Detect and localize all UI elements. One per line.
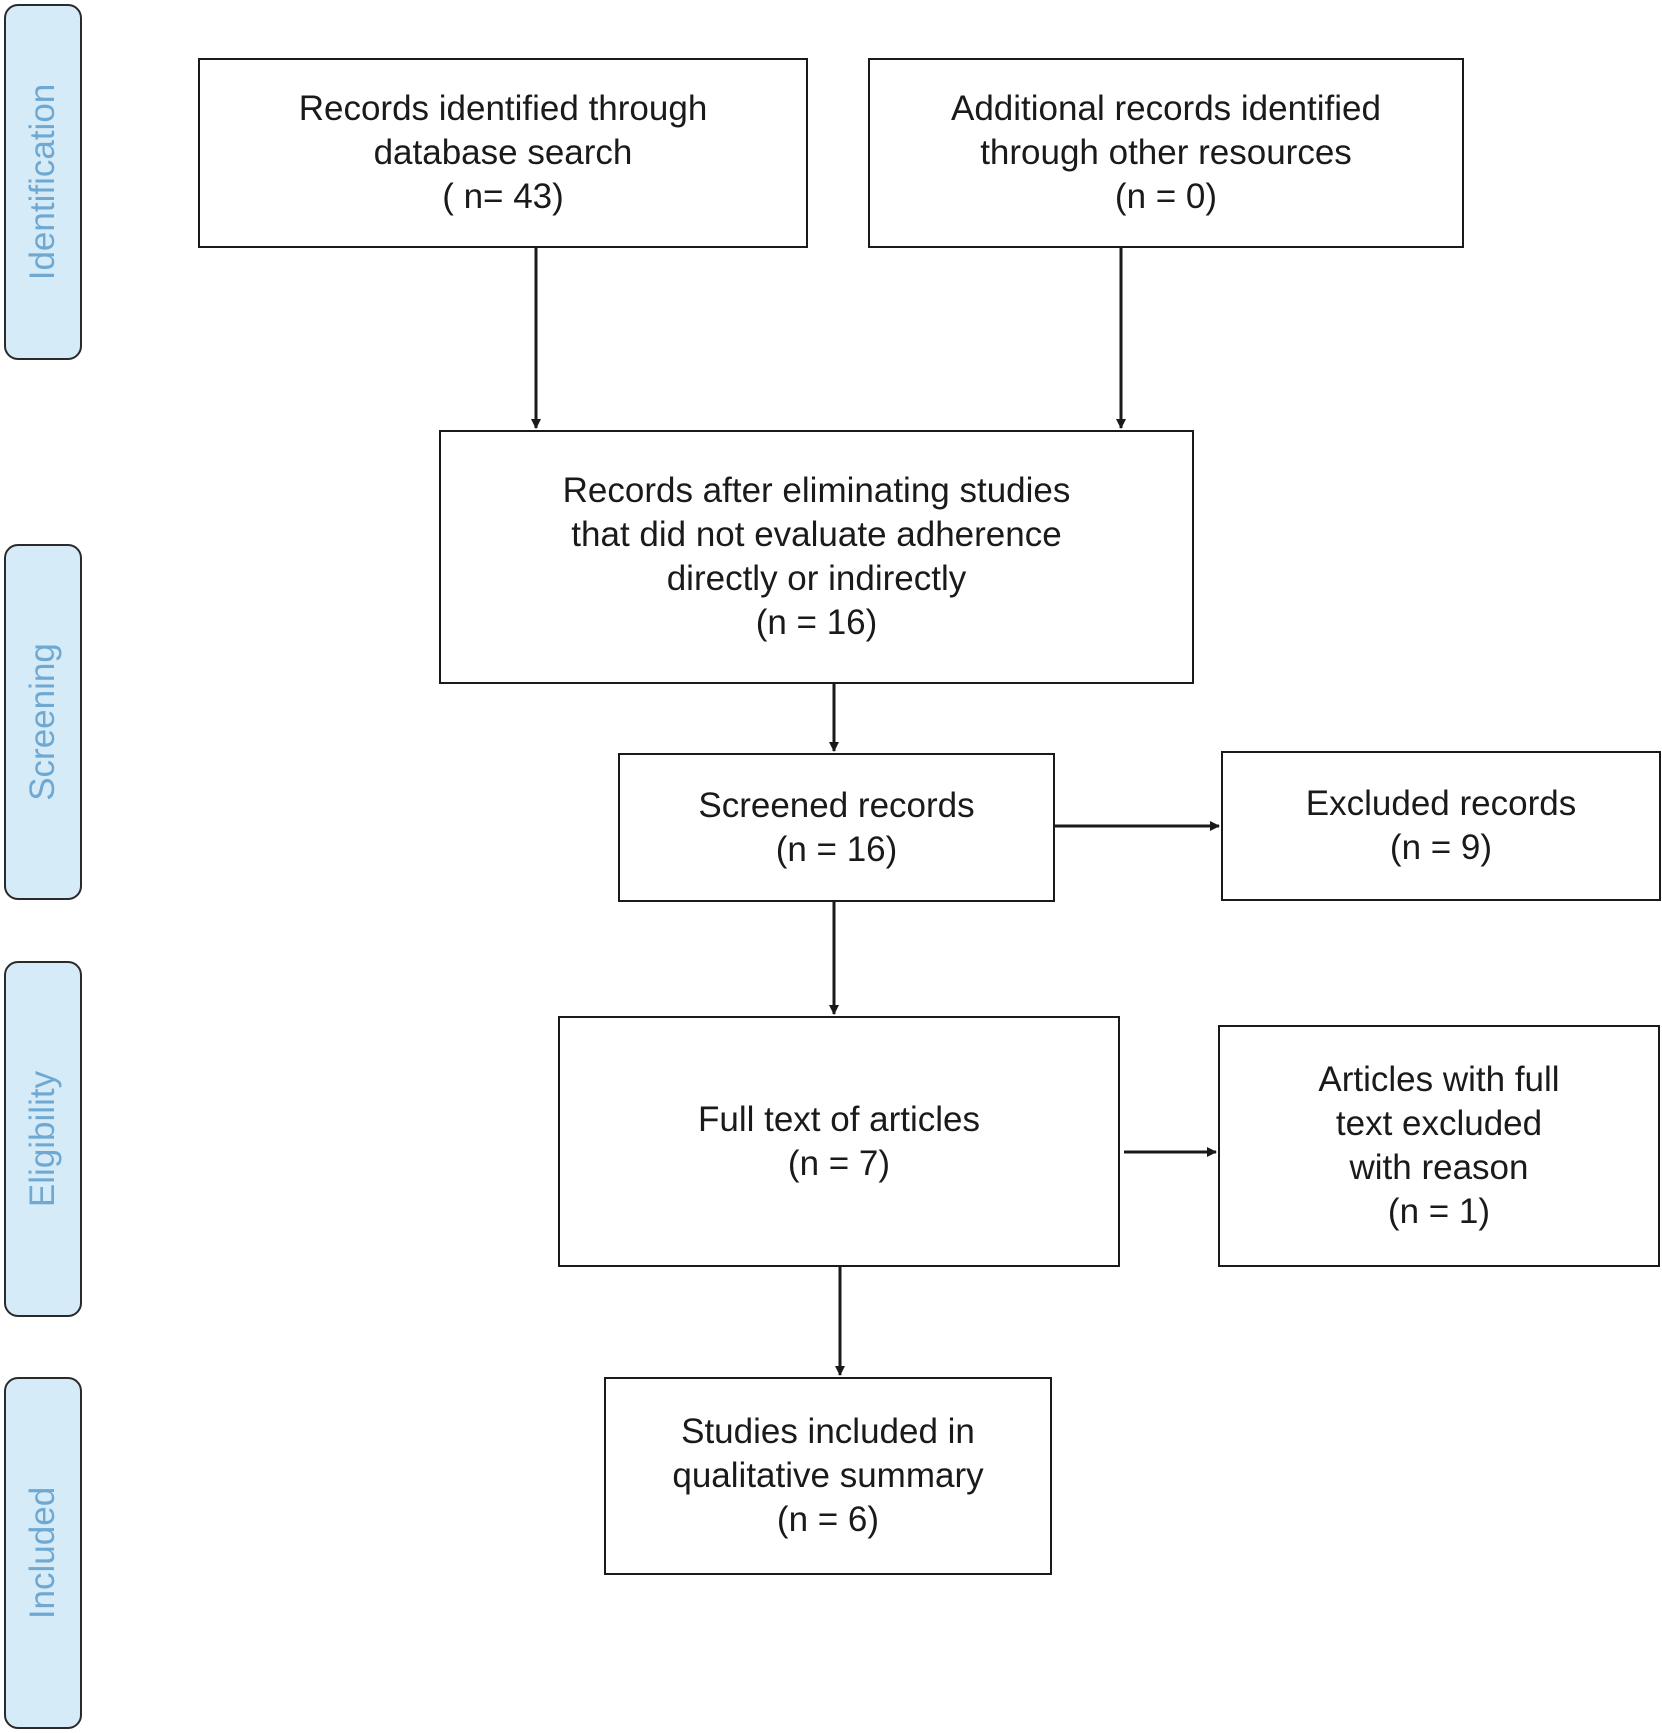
box-line: Screened records: [698, 785, 975, 825]
box-line: ( n= 43): [442, 177, 564, 216]
box-line: with reason: [1349, 1148, 1529, 1187]
box-line: (n = 1): [1387, 1192, 1491, 1231]
box-line: that did not evaluate adherence: [571, 515, 1062, 554]
phase-identification: Identification: [4, 4, 82, 360]
prisma-flow-diagram: Identification Screening Eligibility Inc…: [4, 4, 1661, 1729]
box-line: database search: [373, 133, 633, 172]
box-line: Records after eliminating studies: [562, 471, 1071, 510]
phase-eligibility: Eligibility: [4, 961, 82, 1317]
box-line: Articles with full: [1318, 1060, 1560, 1099]
box-included-studies: Studies included in qualitative summary …: [604, 1377, 1052, 1575]
box-excluded-records: Excluded records (n = 9): [1221, 751, 1661, 901]
box-line: Excluded records: [1305, 784, 1577, 823]
box-line: through other resources: [980, 133, 1352, 172]
box-other-resources: Additional records identified through ot…: [868, 58, 1464, 248]
box-full-text-excluded: Articles with full text excluded with re…: [1218, 1025, 1660, 1267]
box-line: qualitative summary: [672, 1456, 984, 1495]
box-line: Studies included in: [681, 1412, 975, 1451]
box-full-text: Full text of articles (n = 7): [558, 1016, 1120, 1267]
phase-screening: Screening: [4, 544, 82, 900]
box-line: (n = 0): [1114, 177, 1218, 216]
box-line: Full text of articles: [697, 1099, 981, 1139]
box-line: (n = 9): [1389, 828, 1493, 867]
box-after-eliminating: Records after eliminating studies that d…: [439, 430, 1194, 684]
phase-included: Included: [4, 1377, 82, 1729]
box-line: Additional records identified: [951, 89, 1381, 128]
box-line: Records identified through: [298, 89, 708, 128]
box-screened-records: Screened records (n = 16): [618, 753, 1055, 902]
box-line: (n = 16): [755, 603, 878, 642]
flow-arrows: [531, 248, 1220, 1376]
box-line: (n = 7): [787, 1143, 891, 1183]
box-line: text excluded: [1335, 1104, 1543, 1143]
box-database-search: Records identified through database sear…: [198, 58, 808, 248]
box-line: directly or indirectly: [666, 559, 967, 598]
box-line: (n = 6): [776, 1500, 880, 1539]
box-line: (n = 16): [775, 829, 898, 869]
